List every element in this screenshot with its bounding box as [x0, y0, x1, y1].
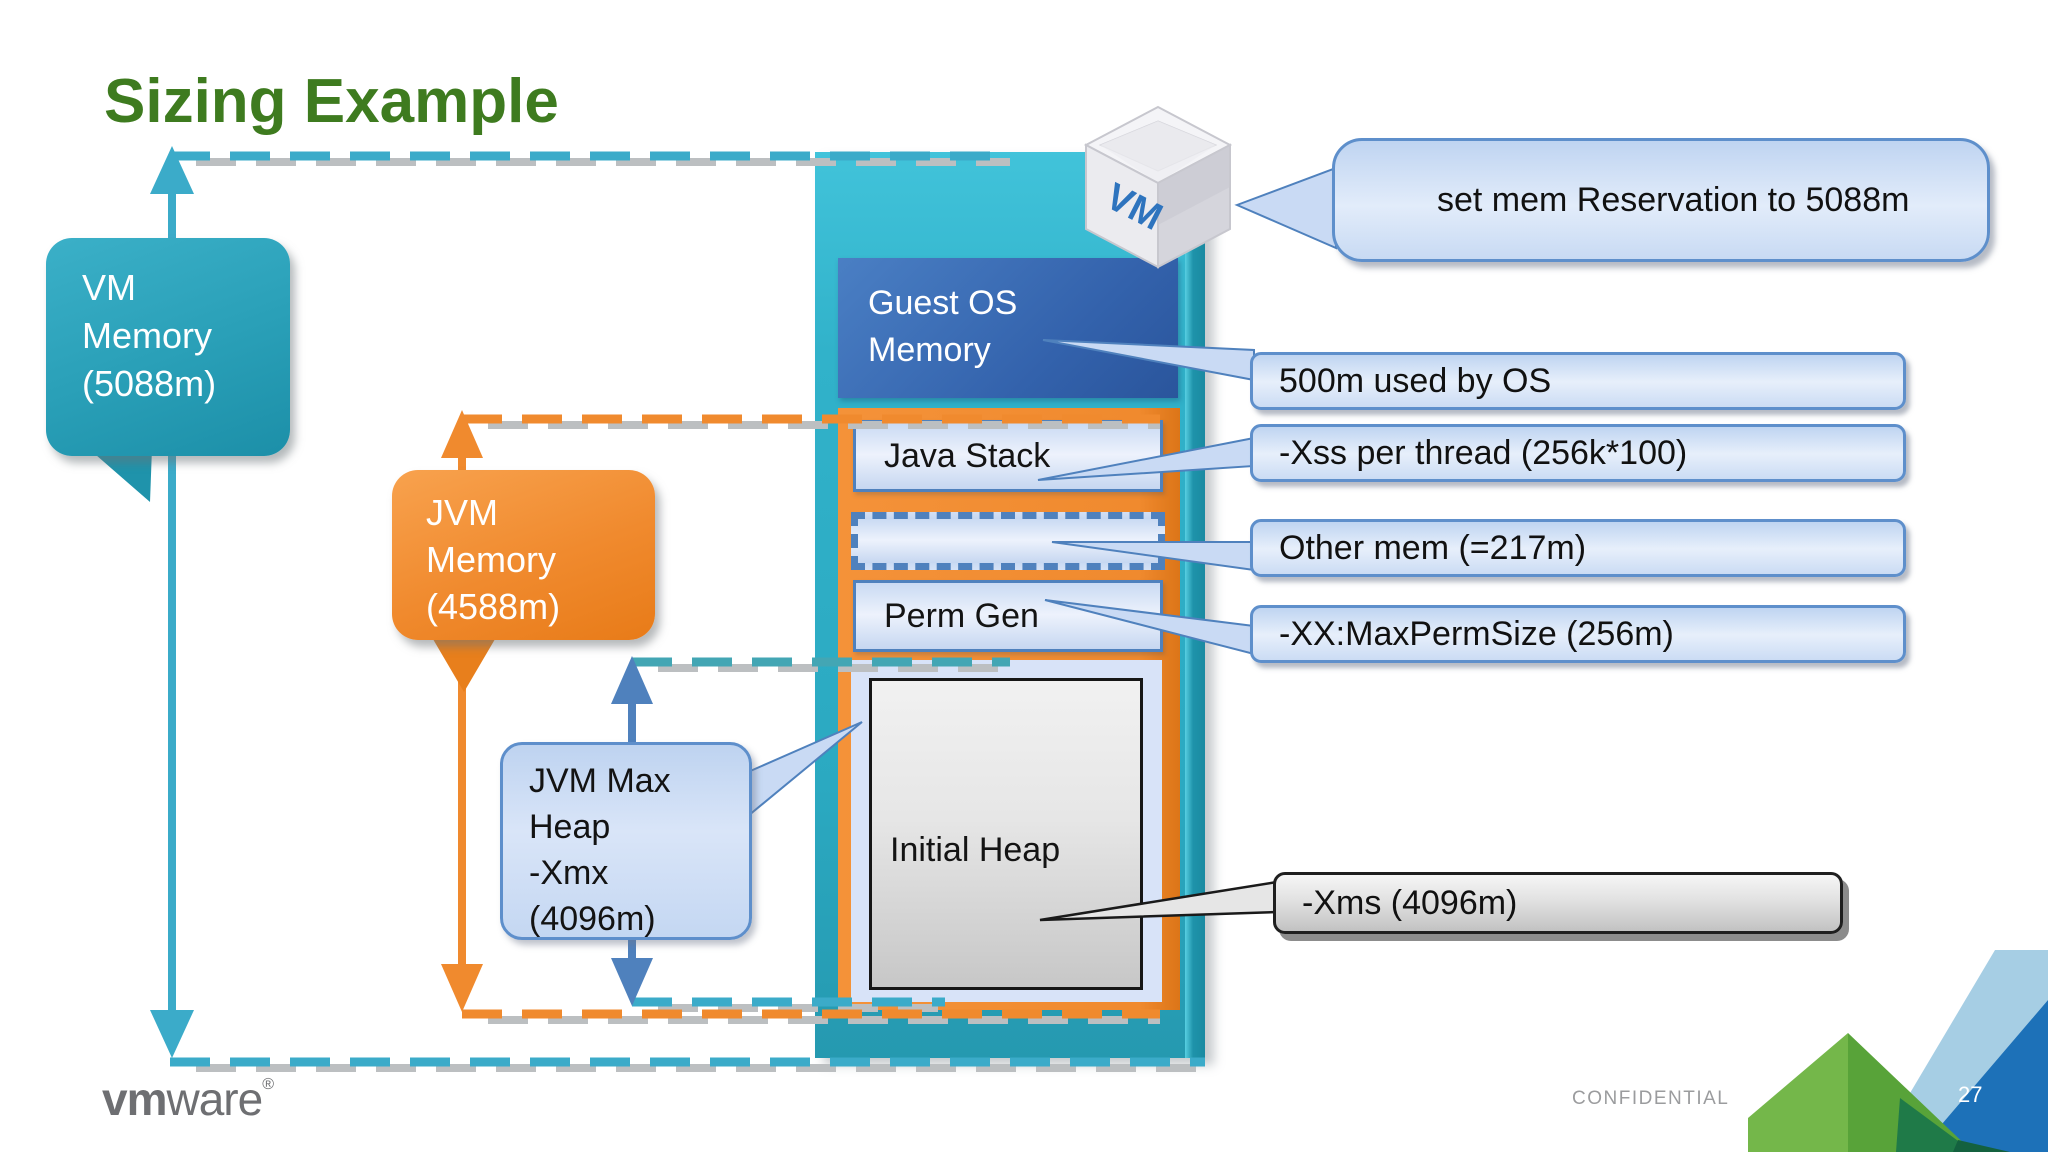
jvm-max-heap-line-4: (4096m) — [529, 899, 656, 938]
jvm-max-heap-line-2: Heap — [529, 807, 611, 846]
jvm-max-heap-callout: JVM Max Heap -Xmx (4096m) — [500, 742, 752, 940]
max-perm-size-callout: -XX:MaxPermSize (256m) — [1250, 605, 1906, 663]
corner-decoration — [1748, 950, 2048, 1152]
other-mem-callout: Other mem (=217m) — [1250, 519, 1906, 577]
confidential-label: CONFIDENTIAL — [1572, 1088, 1730, 1109]
os-used-callout: 500m used by OS — [1250, 352, 1906, 410]
page-title: Sizing Example — [104, 67, 559, 136]
jvm-max-heap-line-3: -Xmx — [529, 853, 609, 892]
guest-os-memory-box: Guest OS Memory — [838, 258, 1178, 398]
vm-memory-arrow-up-icon — [150, 146, 194, 194]
vm-memory-column-edge — [1185, 152, 1205, 1058]
xss-callout-label: -Xss per thread (256k*100) — [1279, 433, 1688, 472]
page-number: 27 — [1958, 1082, 1983, 1107]
jvm-memory-arrow-up-icon — [441, 410, 483, 458]
vmware-logo-bold: vm — [102, 1073, 167, 1125]
perm-gen-label: Perm Gen — [884, 596, 1039, 635]
max-heap-arrow-down-icon — [611, 958, 653, 1006]
vm-memory-callout-tail — [88, 448, 152, 502]
jvm-memory-callout-line-2: Memory — [426, 538, 557, 580]
vm-cube-icon: VM — [1083, 105, 1233, 269]
vmware-logo-rest: ware — [166, 1073, 263, 1125]
vm-memory-callout-line-1: VM — [82, 267, 136, 308]
xss-callout: -Xss per thread (256k*100) — [1250, 424, 1906, 482]
vm-memory-callout: VM Memory (5088m) — [46, 238, 290, 456]
initial-heap-box: Initial Heap — [869, 678, 1143, 990]
reservation-callout-tail — [1234, 166, 1337, 250]
vm-memory-callout-line-2: Memory — [82, 314, 213, 356]
xms-leader-line — [1039, 880, 1279, 922]
vmware-logo: vmware® — [102, 1072, 274, 1126]
jvm-memory-callout-tail — [430, 634, 498, 692]
os-used-callout-label: 500m used by OS — [1279, 361, 1552, 400]
max-perm-size-callout-label: -XX:MaxPermSize (256m) — [1279, 614, 1674, 653]
jvm-memory-callout-line-3: (4588m) — [426, 585, 561, 627]
perm-gen-leader-line — [1044, 599, 1255, 656]
initial-heap-label: Initial Heap — [890, 831, 1061, 869]
reservation-callout-label: set mem Reservation to 5088m — [1437, 180, 1910, 219]
guest-os-line-2: Memory — [868, 330, 991, 369]
jvm-memory-arrow-down-icon — [441, 964, 483, 1012]
reservation-callout: set mem Reservation to 5088m — [1332, 138, 1990, 262]
jvm-memory-callout-line-1: JVM — [426, 492, 498, 533]
guest-os-line-1: Guest OS — [868, 284, 1018, 322]
jvm-max-heap-line-1: JVM Max — [529, 762, 671, 800]
jvm-memory-callout: JVM Memory (4588m) — [392, 470, 655, 640]
java-stack-label: Java Stack — [884, 436, 1051, 475]
other-mem-leader-line — [1051, 541, 1255, 572]
vm-memory-callout-line-3: (5088m) — [82, 362, 217, 404]
xms-callout: -Xms (4096m) — [1273, 872, 1843, 934]
guest-os-leader-line — [1042, 339, 1255, 382]
max-heap-arrow-up-icon — [611, 656, 653, 704]
other-mem-callout-label: Other mem (=217m) — [1279, 528, 1587, 567]
vm-memory-arrow-down-icon — [150, 1010, 194, 1058]
registered-mark-icon: ® — [262, 1076, 274, 1093]
xms-callout-label: -Xms (4096m) — [1302, 883, 1518, 922]
java-stack-leader-line — [1037, 436, 1255, 481]
